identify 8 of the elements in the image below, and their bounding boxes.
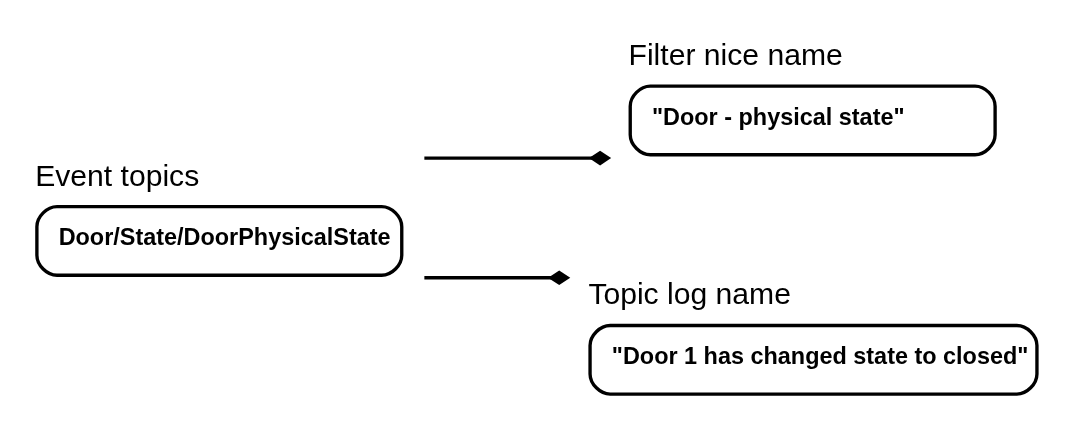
node-label: Topic log name (588, 277, 791, 311)
node-box: "Door 1 has changed state to closed" (588, 323, 1039, 396)
connector (424, 150, 612, 166)
node-label: Filter nice name (628, 38, 843, 72)
node-label: Event topics (35, 158, 200, 192)
node-box: Door/State/DoorPhysicalState (35, 204, 404, 277)
node-box: "Door - physical state" (628, 84, 997, 157)
connector (424, 270, 571, 286)
